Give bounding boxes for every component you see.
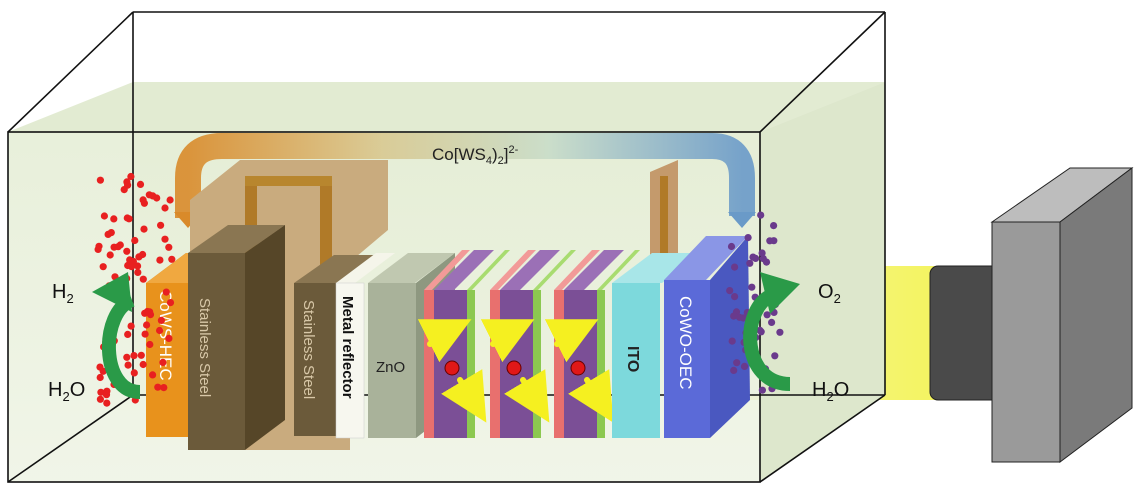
bubble (97, 374, 104, 381)
bubble (165, 244, 172, 251)
bubble (156, 257, 163, 264)
bubble (163, 289, 170, 296)
light-source (930, 168, 1132, 462)
bubble (131, 237, 138, 244)
bubble (748, 284, 755, 291)
bubble (757, 212, 764, 219)
bubble (144, 308, 151, 315)
bubble (128, 263, 135, 270)
bubble (154, 384, 161, 391)
bubble (124, 331, 131, 338)
bubble (123, 354, 130, 361)
bubble (140, 276, 147, 283)
bubble (168, 256, 175, 263)
stainless-steel-1-label: Stainless Steel (196, 298, 213, 397)
bubble (100, 263, 107, 270)
bubble (121, 186, 128, 193)
bubble (156, 327, 163, 334)
bubble (137, 181, 144, 188)
bubble (729, 338, 736, 345)
metal-reflector-label: Metal reflector (339, 296, 356, 399)
bubble (146, 341, 153, 348)
bubble (138, 352, 145, 359)
bubble (123, 178, 130, 185)
bubble (97, 396, 104, 403)
zno-label: ZnO (376, 359, 405, 376)
bubble (103, 400, 110, 407)
bubble (95, 246, 102, 253)
bubble (746, 260, 753, 267)
bubble (161, 204, 168, 211)
bubble (157, 222, 164, 229)
bubble (167, 299, 174, 306)
bubble (158, 317, 165, 324)
bubble (167, 196, 174, 203)
bubble (97, 177, 104, 184)
bubble (107, 251, 114, 258)
bubble (728, 243, 735, 250)
bubble (126, 215, 133, 222)
bubble (141, 200, 148, 207)
bubble (134, 269, 141, 276)
bubble (766, 237, 773, 244)
bubble (771, 352, 778, 359)
bubble (123, 248, 130, 255)
bubble (759, 387, 766, 394)
bubble (726, 287, 733, 294)
oec-label: CoWO-OEC (676, 296, 695, 390)
bubble (131, 369, 138, 376)
bubble (745, 234, 752, 241)
bubble (140, 361, 147, 368)
bubble (770, 222, 777, 229)
bubble (730, 367, 737, 374)
stainless-steel-2-label: Stainless Steel (300, 300, 317, 399)
bubble (733, 359, 740, 366)
bubble (130, 352, 137, 359)
bubble (143, 321, 150, 328)
bubble (758, 328, 765, 335)
bubble (759, 249, 766, 256)
bubble (768, 319, 775, 326)
bubble (731, 293, 738, 300)
bubble (149, 192, 156, 199)
ito-label: ITO (624, 346, 641, 372)
bubble (142, 331, 149, 338)
bubble (776, 329, 783, 336)
complex-label: Co[WS4)2]2- (432, 144, 519, 167)
bubble (101, 212, 108, 219)
bubble (165, 335, 172, 342)
bubble (731, 264, 738, 271)
bubble (111, 244, 118, 251)
bubble (139, 251, 146, 258)
bubble (149, 371, 156, 378)
bubble (103, 391, 110, 398)
bubble (110, 215, 117, 222)
bubble (140, 226, 147, 233)
bubble (730, 313, 737, 320)
bubble (125, 362, 132, 369)
bubble (105, 231, 112, 238)
bubble (741, 363, 748, 370)
bubble (752, 255, 759, 262)
bubble (161, 236, 168, 243)
bubble (159, 359, 166, 366)
bubble (128, 323, 135, 330)
